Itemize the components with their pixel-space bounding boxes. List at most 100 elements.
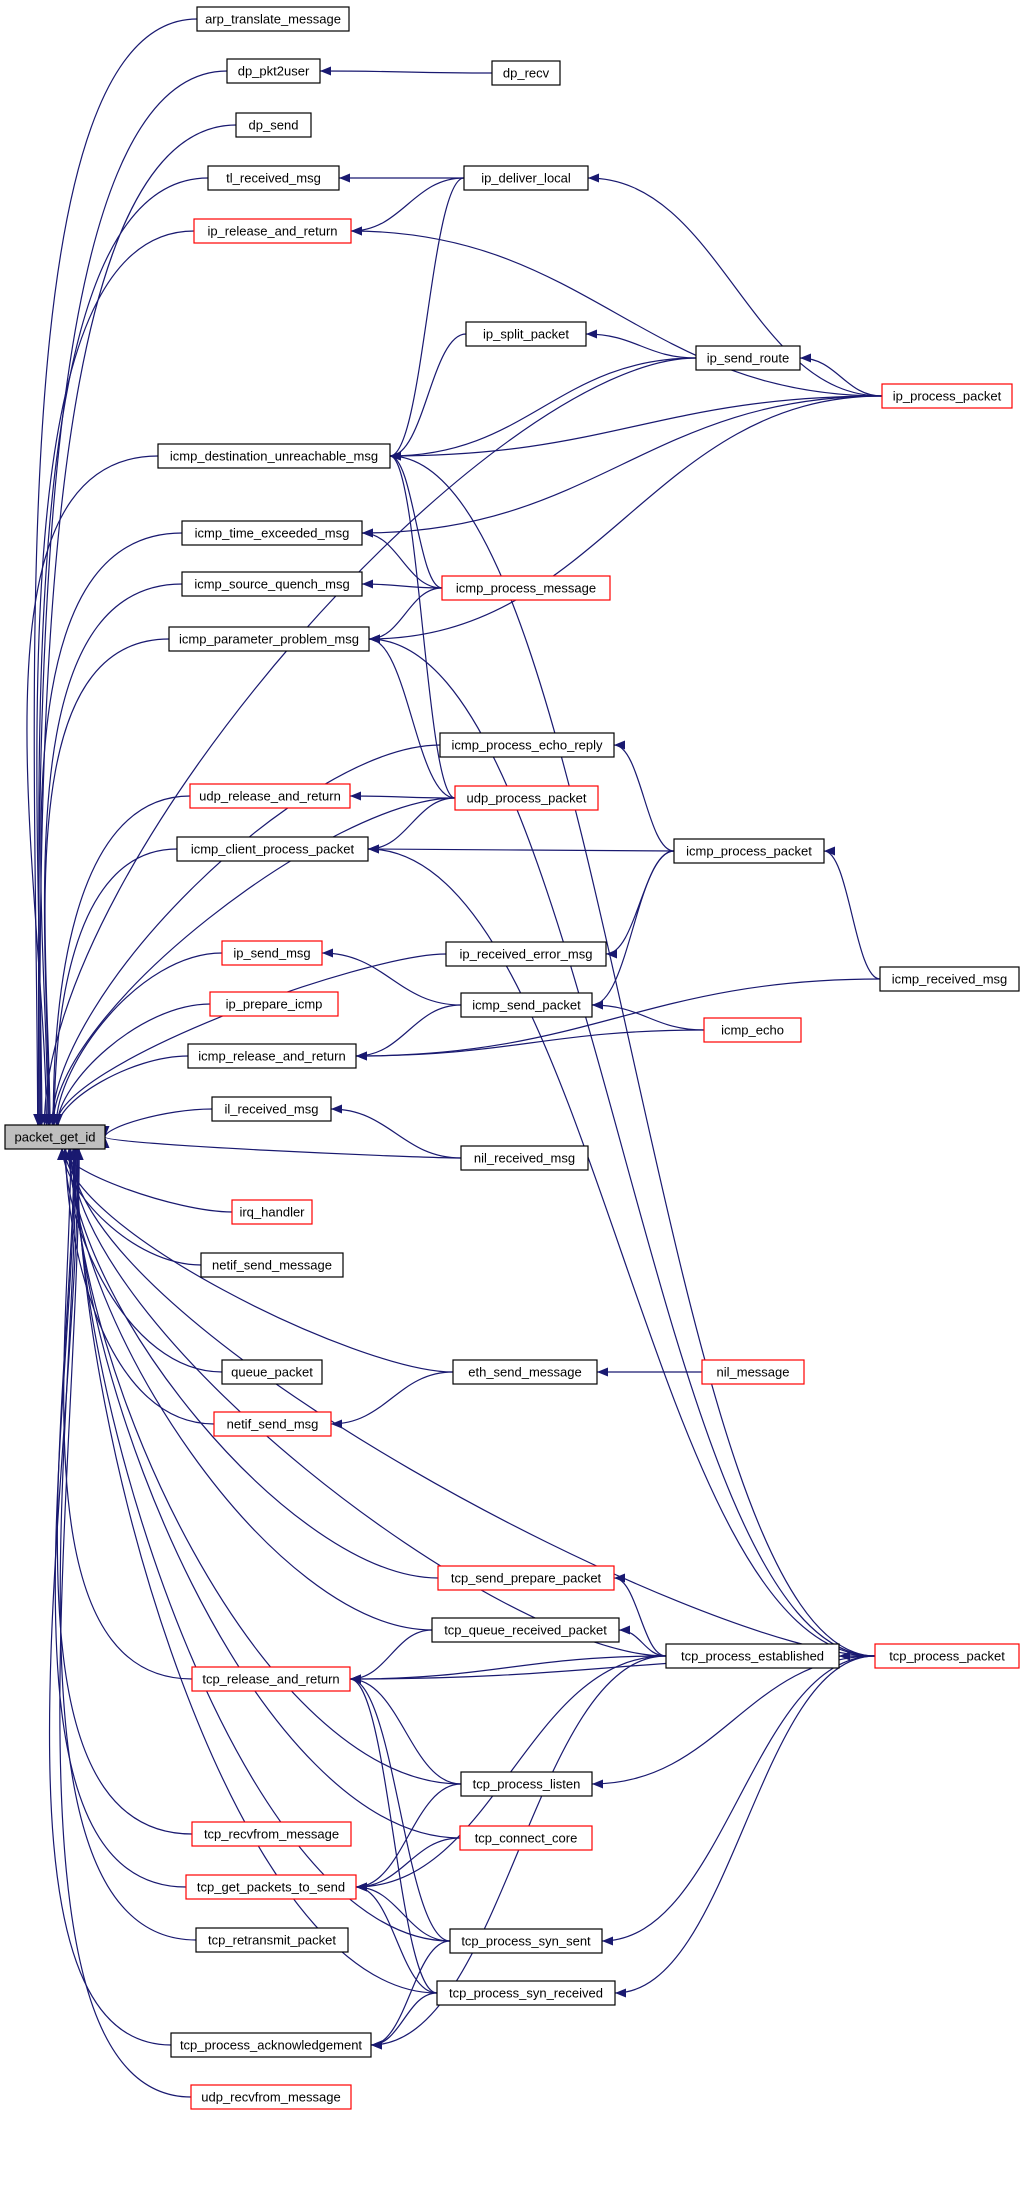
node-box[interactable] (187, 1043, 357, 1069)
node-icmp-parameter-problem-msg[interactable]: icmp_parameter_problem_msg (168, 626, 370, 652)
node-box[interactable] (189, 783, 351, 809)
node-udp-recvfrom-message[interactable]: udp_recvfrom_message (190, 2084, 352, 2110)
node-box[interactable] (673, 838, 825, 864)
node-ip-prepare-icmp[interactable]: ip_prepare_icmp (209, 991, 339, 1017)
node-nil-message[interactable]: nil_message (701, 1359, 805, 1385)
node-tcp-queue-received-packet[interactable]: tcp_queue_received_packet (431, 1617, 620, 1643)
node-box[interactable] (695, 345, 801, 371)
node-tcp-process-listen[interactable]: tcp_process_listen (460, 1771, 593, 1797)
node-icmp-release-and-return[interactable]: icmp_release_and_return (187, 1043, 357, 1069)
node-tcp-release-and-return[interactable]: tcp_release_and_return (191, 1666, 351, 1692)
node-box[interactable] (874, 1643, 1020, 1669)
node-box[interactable] (452, 1359, 598, 1385)
node-box[interactable] (454, 785, 599, 811)
node-tl-received-msg[interactable]: tl_received_msg (207, 165, 340, 191)
node-tcp-recvfrom-message[interactable]: tcp_recvfrom_message (191, 1821, 352, 1847)
node-packet-get-id[interactable]: packet_get_id (4, 1124, 106, 1150)
node-netif-send-msg[interactable]: netif_send_msg (213, 1411, 332, 1437)
node-box[interactable] (170, 2032, 372, 2058)
node-nil-received-msg[interactable]: nil_received_msg (460, 1145, 589, 1171)
node-box[interactable] (157, 443, 391, 469)
node-icmp-client-process-packet[interactable]: icmp_client_process_packet (176, 836, 369, 862)
node-box[interactable] (701, 1359, 805, 1385)
node-box[interactable] (491, 60, 561, 86)
node-box[interactable] (459, 1825, 593, 1851)
node-box[interactable] (665, 1643, 840, 1669)
node-box[interactable] (207, 165, 340, 191)
node-box[interactable] (441, 575, 611, 601)
node-ip-deliver-local[interactable]: ip_deliver_local (463, 165, 589, 191)
node-ip-process-packet[interactable]: ip_process_packet (881, 383, 1013, 409)
node-box[interactable] (221, 940, 323, 966)
node-box[interactable] (439, 732, 615, 758)
node-icmp-echo[interactable]: icmp_echo (703, 1017, 802, 1043)
node-icmp-received-msg[interactable]: icmp_received_msg (879, 966, 1020, 992)
node-box[interactable] (881, 383, 1013, 409)
node-box[interactable] (431, 1617, 620, 1643)
node-box[interactable] (209, 991, 339, 1017)
node-box[interactable] (176, 836, 369, 862)
node-dp-pkt2user[interactable]: dp_pkt2user (226, 58, 321, 84)
node-icmp-process-packet[interactable]: icmp_process_packet (673, 838, 825, 864)
node-ip-release-and-return[interactable]: ip_release_and_return (193, 218, 352, 244)
node-arp-translate-message[interactable]: arp_translate_message (196, 6, 350, 32)
node-ip-send-msg[interactable]: ip_send_msg (221, 940, 323, 966)
node-box[interactable] (211, 1096, 332, 1122)
node-icmp-source-quench-msg[interactable]: icmp_source_quench_msg (181, 571, 363, 597)
node-netif-send-message[interactable]: netif_send_message (200, 1252, 344, 1278)
node-tcp-send-prepare-packet[interactable]: tcp_send_prepare_packet (437, 1565, 615, 1591)
node-box[interactable] (463, 165, 589, 191)
node-box[interactable] (181, 571, 363, 597)
node-box[interactable] (460, 1145, 589, 1171)
node-box[interactable] (190, 2084, 352, 2110)
node-ip-received-error-msg[interactable]: ip_received_error_msg (445, 941, 607, 967)
node-queue-packet[interactable]: queue_packet (221, 1359, 323, 1385)
node-box[interactable] (193, 218, 352, 244)
node-box[interactable] (235, 112, 312, 138)
node-box[interactable] (213, 1411, 332, 1437)
node-box[interactable] (196, 6, 350, 32)
node-box[interactable] (4, 1124, 106, 1150)
node-box[interactable] (436, 1980, 616, 2006)
node-irq-handler[interactable]: irq_handler (231, 1199, 313, 1225)
node-box[interactable] (168, 626, 370, 652)
node-box[interactable] (703, 1017, 802, 1043)
node-box[interactable] (460, 1771, 593, 1797)
node-tcp-process-syn-sent[interactable]: tcp_process_syn_sent (449, 1928, 603, 1954)
node-box[interactable] (465, 321, 587, 347)
node-box[interactable] (460, 992, 593, 1018)
node-tcp-process-established[interactable]: tcp_process_established (665, 1643, 840, 1669)
node-icmp-send-packet[interactable]: icmp_send_packet (460, 992, 593, 1018)
node-udp-process-packet[interactable]: udp_process_packet (454, 785, 599, 811)
node-tcp-process-acknowledgement[interactable]: tcp_process_acknowledgement (170, 2032, 372, 2058)
node-icmp-time-exceeded-msg[interactable]: icmp_time_exceeded_msg (181, 520, 363, 546)
node-box[interactable] (221, 1359, 323, 1385)
node-box[interactable] (449, 1928, 603, 1954)
node-udp-release-and-return[interactable]: udp_release_and_return (189, 783, 351, 809)
node-ip-send-route[interactable]: ip_send_route (695, 345, 801, 371)
node-il-received-msg[interactable]: il_received_msg (211, 1096, 332, 1122)
node-tcp-retransmit-packet[interactable]: tcp_retransmit_packet (195, 1927, 349, 1953)
node-tcp-connect-core[interactable]: tcp_connect_core (459, 1825, 593, 1851)
node-eth-send-message[interactable]: eth_send_message (452, 1359, 598, 1385)
node-dp-recv[interactable]: dp_recv (491, 60, 561, 86)
node-box[interactable] (191, 1666, 351, 1692)
node-box[interactable] (879, 966, 1020, 992)
node-box[interactable] (181, 520, 363, 546)
node-box[interactable] (185, 1874, 357, 1900)
node-box[interactable] (437, 1565, 615, 1591)
node-tcp-process-packet[interactable]: tcp_process_packet (874, 1643, 1020, 1669)
node-box[interactable] (226, 58, 321, 84)
node-box[interactable] (195, 1927, 349, 1953)
node-box[interactable] (191, 1821, 352, 1847)
node-icmp-destination-unreachable-msg[interactable]: icmp_destination_unreachable_msg (157, 443, 391, 469)
node-icmp-process-message[interactable]: icmp_process_message (441, 575, 611, 601)
node-dp-send[interactable]: dp_send (235, 112, 312, 138)
node-box[interactable] (445, 941, 607, 967)
node-tcp-process-syn-received[interactable]: tcp_process_syn_received (436, 1980, 616, 2006)
node-ip-split-packet[interactable]: ip_split_packet (465, 321, 587, 347)
node-icmp-process-echo-reply[interactable]: icmp_process_echo_reply (439, 732, 615, 758)
node-box[interactable] (231, 1199, 313, 1225)
node-tcp-get-packets-to-send[interactable]: tcp_get_packets_to_send (185, 1874, 357, 1900)
node-box[interactable] (200, 1252, 344, 1278)
